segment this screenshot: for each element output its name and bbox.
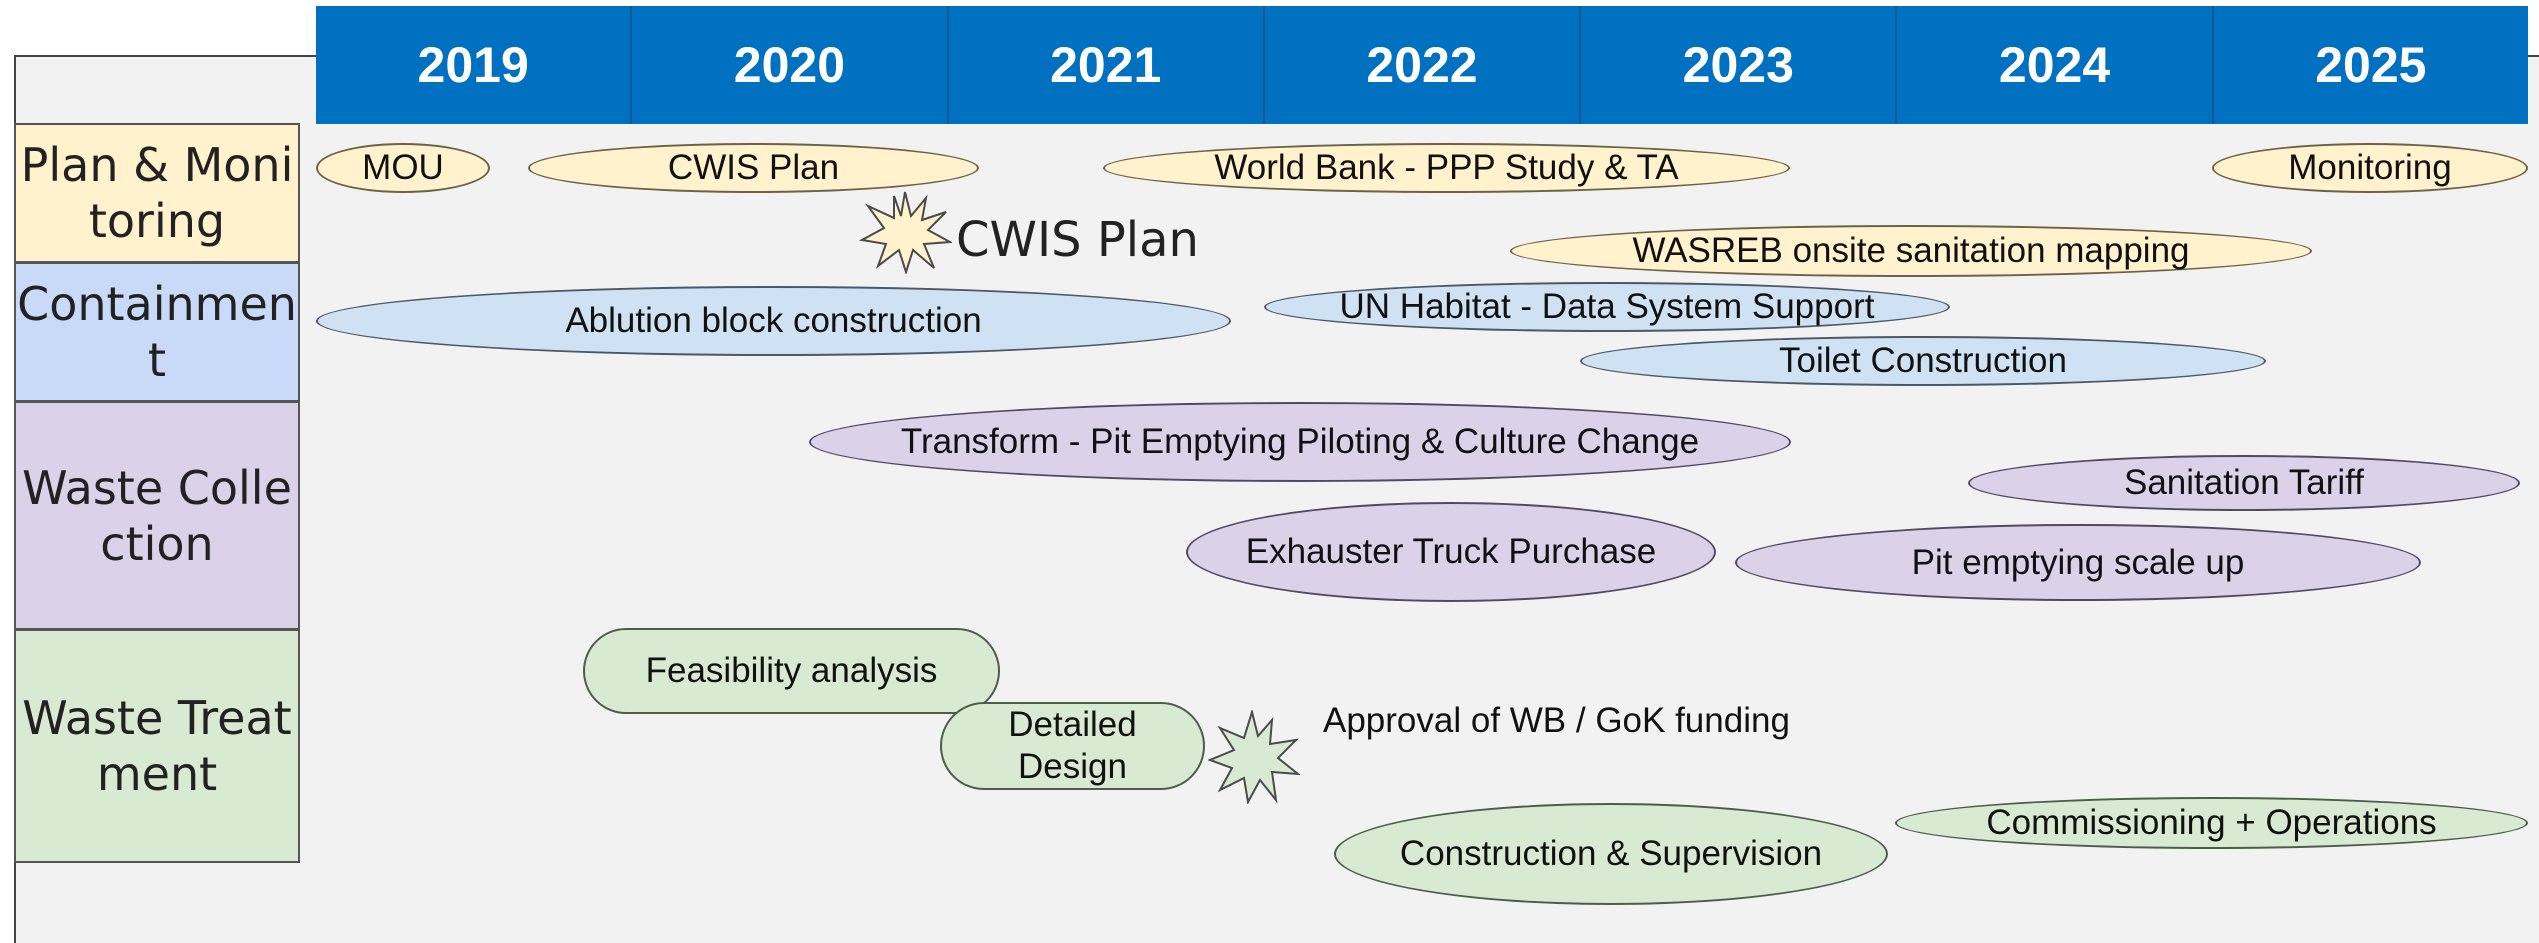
- approval-milestone-label: Approval of WB / GoK funding: [1323, 701, 1790, 740]
- category-plan-monitoring: Plan & Monitoring: [14, 123, 300, 263]
- cwis-launch-label: CWIS Plan: [956, 212, 1199, 268]
- activity-transform-pit-emptying: Transform - Pit Emptying Piloting & Cult…: [809, 402, 1791, 482]
- year-2025: 2025: [2315, 37, 2427, 93]
- year-2022: 2022: [1265, 6, 1582, 124]
- year-2019: 2019: [316, 6, 633, 124]
- activity-feasibility-analysis: Feasibility analysis: [583, 628, 1000, 714]
- activity-detailed-design: Detailed Design: [940, 702, 1205, 790]
- year-2021: 2021: [949, 6, 1265, 124]
- activity-wasreb-mapping: WASREB onsite sanitation mapping: [1510, 225, 2312, 277]
- activity-sanitation-tariff: Sanitation Tariff: [1968, 455, 2520, 511]
- year-header: 2019 2020 2021 2022 2023 2024 2025: [316, 6, 2528, 124]
- year-2023: 2023: [1581, 6, 1898, 124]
- category-waste-collection: Waste Collection: [14, 401, 300, 630]
- activity-pit-emptying-scale-up: Pit emptying scale up: [1735, 524, 2421, 601]
- category-containment: Containment: [14, 262, 300, 402]
- activity-mou: MOU: [316, 143, 490, 193]
- activity-construction-supervision: Construction & Supervision: [1334, 803, 1888, 905]
- activity-un-habitat: UN Habitat - Data System Support: [1264, 282, 1950, 332]
- activity-exhauster-truck: Exhauster Truck Purchase: [1186, 502, 1716, 602]
- activity-cwis-plan: CWIS Plan: [528, 143, 979, 193]
- activity-toilet-construction: Toilet Construction: [1580, 336, 2266, 386]
- activity-world-bank-ppp: World Bank - PPP Study & TA: [1103, 143, 1790, 193]
- category-waste-treatment: Waste Treatment: [14, 629, 300, 863]
- year-2020: 2020: [632, 6, 949, 124]
- activity-commissioning-operations: Commissioning + Operations: [1895, 797, 2528, 849]
- cwis-launch-starburst-icon: [858, 191, 952, 274]
- activity-monitoring: Monitoring: [2212, 143, 2528, 193]
- approval-starburst-icon: [1208, 710, 1300, 804]
- year-2024: 2024: [1897, 6, 2214, 124]
- activity-ablution-block: Ablution block construction: [316, 286, 1231, 356]
